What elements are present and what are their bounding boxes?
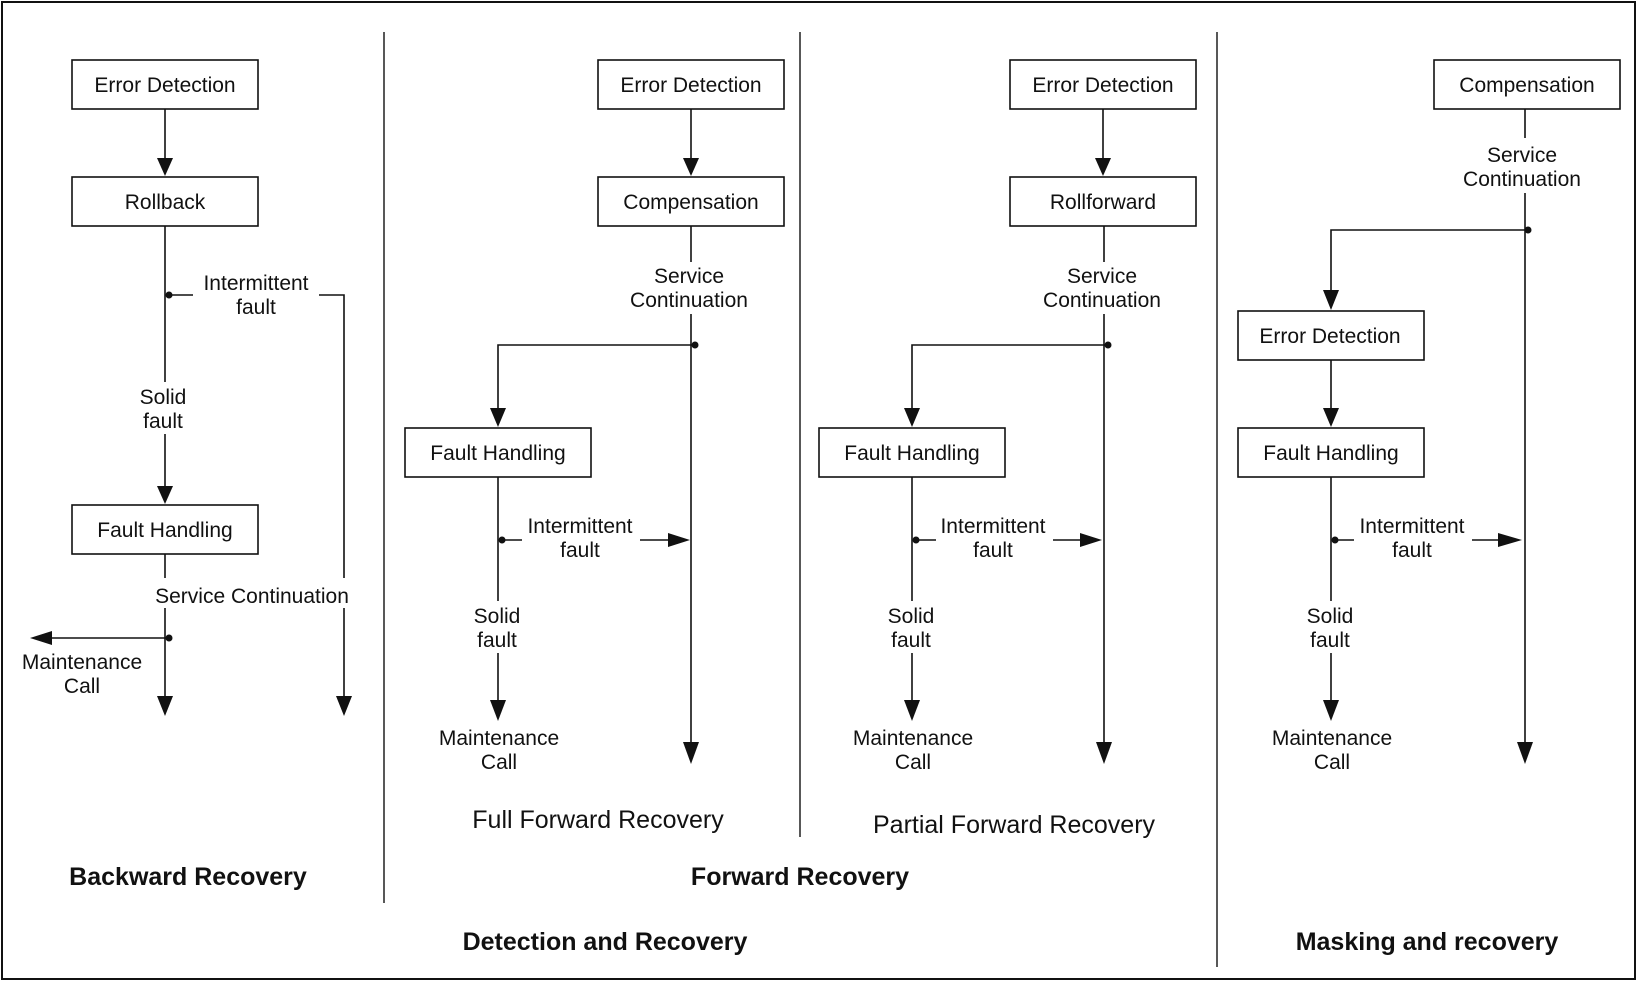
backward-intermittent-arrowhead — [336, 696, 352, 716]
partial-branch-line — [911, 344, 1108, 408]
partial-arrowhead-1 — [1095, 158, 1111, 176]
full-branch-line — [497, 344, 695, 408]
full-forward-section: Error Detection Compensation Service Con… — [404, 59, 785, 834]
full-fault-arrowhead — [490, 700, 506, 721]
masking-error-detection-box — [1237, 310, 1425, 361]
partial-branch-arrowhead — [904, 408, 920, 427]
masking-solid-label-1: Solid — [1307, 605, 1354, 628]
partial-maintenance-label-2: Call — [895, 751, 931, 774]
masking-maintenance-label-1: Maintenance — [1272, 727, 1392, 750]
full-branch-arrowhead — [490, 408, 506, 427]
masking-compensation-box — [1433, 59, 1621, 110]
full-service-arrowhead — [683, 742, 699, 764]
masking-fault-arrowhead — [1323, 700, 1339, 721]
backward-intermittent-label-2: fault — [236, 296, 276, 319]
backward-service-label: Service Continuation — [155, 585, 349, 608]
backward-service-label-bg — [145, 578, 355, 608]
backward-recovery-section: Error Detection Rollback Intermittent fa… — [22, 59, 355, 891]
backward-fault-handling-label: Fault Handling — [97, 519, 232, 542]
masking-service-label-2: Continuation — [1463, 168, 1581, 191]
partial-solid-label-bg — [876, 601, 946, 653]
backward-intermittent-label-1: Intermittent — [203, 272, 308, 295]
partial-maintenance-label-1: Maintenance — [853, 727, 973, 750]
full-intermittent-arrowhead — [668, 533, 690, 547]
backward-solid-label-bg — [130, 382, 200, 434]
partial-forward-section: Error Detection Rollforward Service Cont… — [818, 59, 1197, 839]
full-solid-label-2: fault — [477, 629, 517, 652]
full-solid-label-bg — [462, 601, 532, 653]
partial-intermittent-label-2: fault — [973, 539, 1013, 562]
partial-solid-label-1: Solid — [888, 605, 935, 628]
forward-recovery-title: Forward Recovery — [691, 863, 909, 891]
masking-solid-label-2: fault — [1310, 629, 1350, 652]
backward-maintenance-label-2: Call — [64, 675, 100, 698]
masking-compensation-label: Compensation — [1459, 74, 1594, 97]
backward-rollback-label: Rollback — [125, 191, 206, 214]
full-compensation-label: Compensation — [623, 191, 758, 214]
partial-intermittent-arrowhead — [1080, 533, 1102, 547]
masking-maintenance-label-2: Call — [1314, 751, 1350, 774]
full-maintenance-label-1: Maintenance — [439, 727, 559, 750]
backward-arrowhead-1 — [157, 158, 173, 176]
full-service-label-1: Service — [654, 265, 724, 288]
partial-forward-caption: Partial Forward Recovery — [873, 811, 1156, 839]
backward-rollback-box — [71, 176, 259, 227]
backward-solid-label-2: fault — [143, 410, 183, 433]
full-fault-handling-label: Fault Handling — [430, 442, 565, 465]
partial-error-detection-label: Error Detection — [1032, 74, 1173, 97]
full-maintenance-label-2: Call — [481, 751, 517, 774]
masking-intermittent-label-1: Intermittent — [1359, 515, 1464, 538]
full-solid-label-1: Solid — [474, 605, 521, 628]
masking-solid-label-bg — [1295, 601, 1365, 653]
partial-intermittent-label-1: Intermittent — [940, 515, 1045, 538]
full-service-label-2: Continuation — [630, 289, 748, 312]
masking-error-detection-label: Error Detection — [1259, 325, 1400, 348]
partial-rollforward-box — [1009, 176, 1197, 227]
partial-fault-handling-box — [818, 427, 1006, 478]
backward-solid-label-1: Solid — [140, 386, 187, 409]
masking-intermittent-label-2: fault — [1392, 539, 1432, 562]
partial-error-detection-box — [1009, 59, 1197, 110]
backward-error-detection-box — [71, 59, 259, 110]
full-error-detection-label: Error Detection — [620, 74, 761, 97]
full-arrowhead-1 — [683, 158, 699, 176]
masking-intermittent-arrowhead — [1498, 533, 1522, 547]
detection-recovery-title: Detection and Recovery — [463, 928, 748, 956]
full-intermittent-label-1: Intermittent — [527, 515, 632, 538]
backward-maintenance-label-1: Maintenance — [22, 651, 142, 674]
masking-service-arrowhead — [1517, 742, 1533, 764]
masking-title: Masking and recovery — [1296, 928, 1559, 956]
backward-maintenance-arrowhead — [30, 631, 52, 645]
full-forward-caption: Full Forward Recovery — [472, 806, 724, 834]
partial-solid-label-2: fault — [891, 629, 931, 652]
partial-fault-handling-label: Fault Handling — [844, 442, 979, 465]
masking-branch-arrowhead — [1323, 290, 1339, 310]
backward-fault-handling-box — [71, 504, 259, 555]
partial-service-label-1: Service — [1067, 265, 1137, 288]
masking-section: Compensation Service Continuation Error … — [1237, 59, 1621, 956]
masking-fault-handling-label: Fault Handling — [1263, 442, 1398, 465]
masking-arrowhead-2 — [1323, 408, 1339, 427]
masking-service-label-1: Service — [1487, 144, 1557, 167]
partial-rollforward-label: Rollforward — [1050, 191, 1156, 214]
full-intermittent-label-2: fault — [560, 539, 600, 562]
partial-fault-arrowhead — [904, 700, 920, 721]
partial-service-label-2: Continuation — [1043, 289, 1161, 312]
backward-arrowhead-2 — [157, 486, 173, 504]
partial-service-arrowhead — [1096, 742, 1112, 764]
backward-arrowhead-3 — [157, 696, 173, 716]
backward-recovery-title: Backward Recovery — [69, 863, 307, 891]
masking-fault-handling-box — [1237, 427, 1425, 478]
backward-error-detection-label: Error Detection — [94, 74, 235, 97]
masking-branch-line — [1330, 229, 1528, 290]
backward-intermittent-path — [319, 294, 345, 696]
